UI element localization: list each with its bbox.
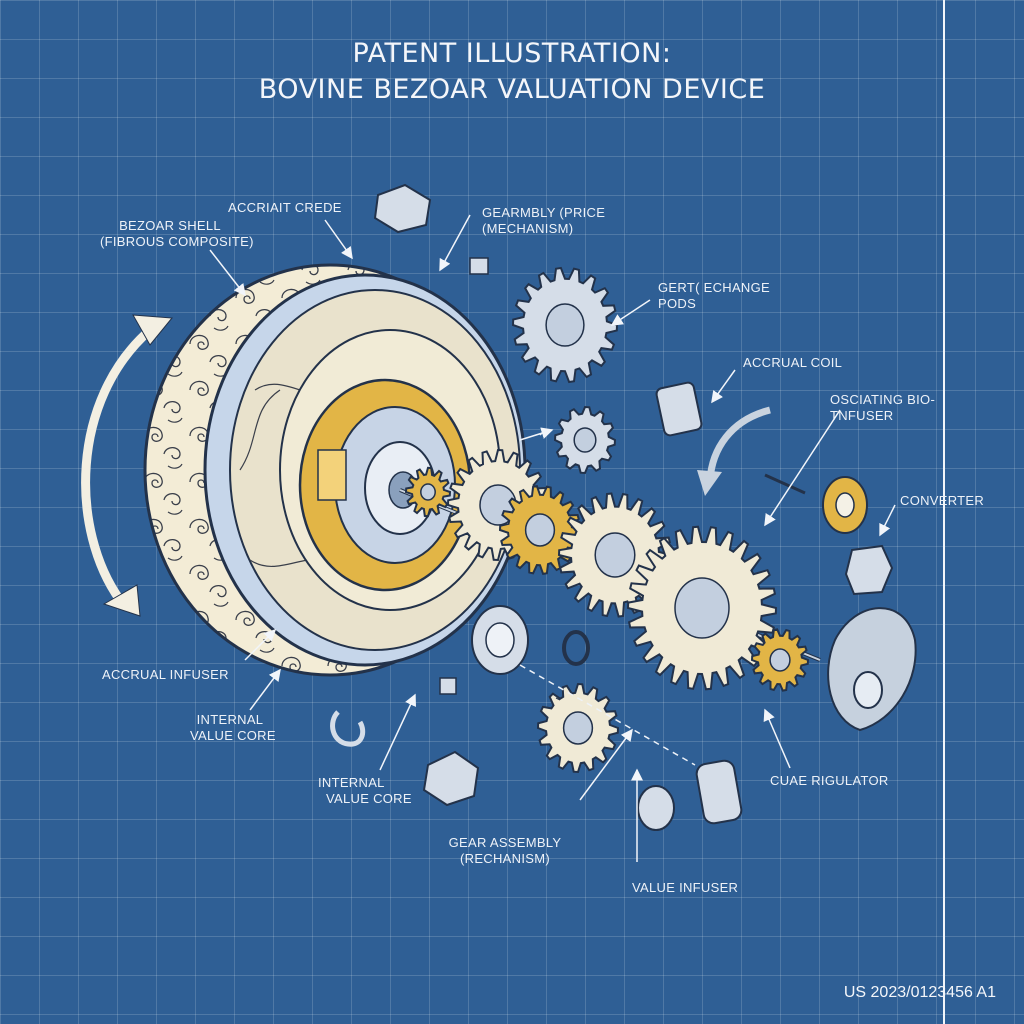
label-cuae-regulator: CUAE RIGULATOR — [770, 773, 889, 788]
gear-hub — [594, 532, 636, 578]
internal-value-core — [298, 378, 472, 592]
gear-hub — [769, 648, 791, 672]
label-internal-value-core-b: INTERNAL VALUE CORE — [318, 775, 412, 807]
label-text: BEZOAR SHELL — [119, 218, 221, 233]
label-text: GERT( ECHANGE — [658, 280, 771, 295]
gear-hub — [545, 303, 585, 347]
label-text: (FIBROUS COMPOSITE) — [100, 234, 254, 249]
gear-hub — [573, 427, 597, 453]
label-text: (RECHANISM) — [460, 851, 550, 866]
label-text: INTERNAL — [318, 775, 385, 790]
rotation-arrow-icon — [81, 314, 173, 617]
motion-arrow-icon — [697, 406, 771, 496]
label-accrual-crede: ACCRIAIT CREDE — [228, 200, 342, 215]
label-text: OSCIATING BIO- — [830, 392, 936, 407]
label-text: TNFUSER — [830, 408, 894, 423]
label-text: INTERNAL — [196, 712, 264, 727]
label-text: VALUE CORE — [326, 791, 412, 806]
patent-number: US 2023/0123456 A1 — [843, 984, 996, 1001]
label-gear-assembly-mechanism: GEAR ASSEMBLY (RECHANISM) — [440, 835, 570, 867]
label-value-infuser: VALUE INFUSER — [632, 880, 739, 895]
label-oscillating-bio-infuser: OSCIATING BIO- TNFUSER — [830, 392, 935, 424]
label-text: GEAR ASSEMBLY — [448, 835, 562, 850]
gear-hub — [420, 483, 436, 501]
gear-hub — [524, 513, 556, 547]
cuae-regulator — [827, 607, 917, 732]
label-converter: CONVERTER — [900, 493, 985, 508]
gear-hub — [674, 577, 730, 639]
gear-hub — [562, 711, 594, 745]
label-accrual-coil: ACCRUAL COIL — [743, 355, 843, 370]
label-text: VALUE CORE — [190, 728, 276, 743]
label-exchange-pods: GERT( ECHANGE PODS — [658, 280, 770, 312]
label-accrual-infuser: ACCRUAL INFUSER — [102, 667, 229, 682]
label-internal-value-core-a: INTERNAL VALUE CORE — [190, 712, 276, 744]
title-line-2: BOVINE BEZOAR VALUATION DEVICE — [258, 74, 766, 105]
label-text: PODS — [658, 296, 697, 311]
label-gear-assembly-price: GEARMBLY (PRICE (MECHANISM) — [482, 205, 605, 237]
margin-line — [943, 0, 945, 1024]
label-text: (MECHANISM) — [482, 221, 574, 236]
label-text: GEARMBLY (PRICE — [482, 205, 606, 220]
label-bezoar-shell: BEZOAR SHELL (FIBROUS COMPOSITE) — [100, 218, 254, 250]
title-line-1: PATENT ILLUSTRATION: — [352, 38, 672, 69]
small-components — [330, 183, 894, 831]
leader-arrows — [209, 214, 896, 862]
